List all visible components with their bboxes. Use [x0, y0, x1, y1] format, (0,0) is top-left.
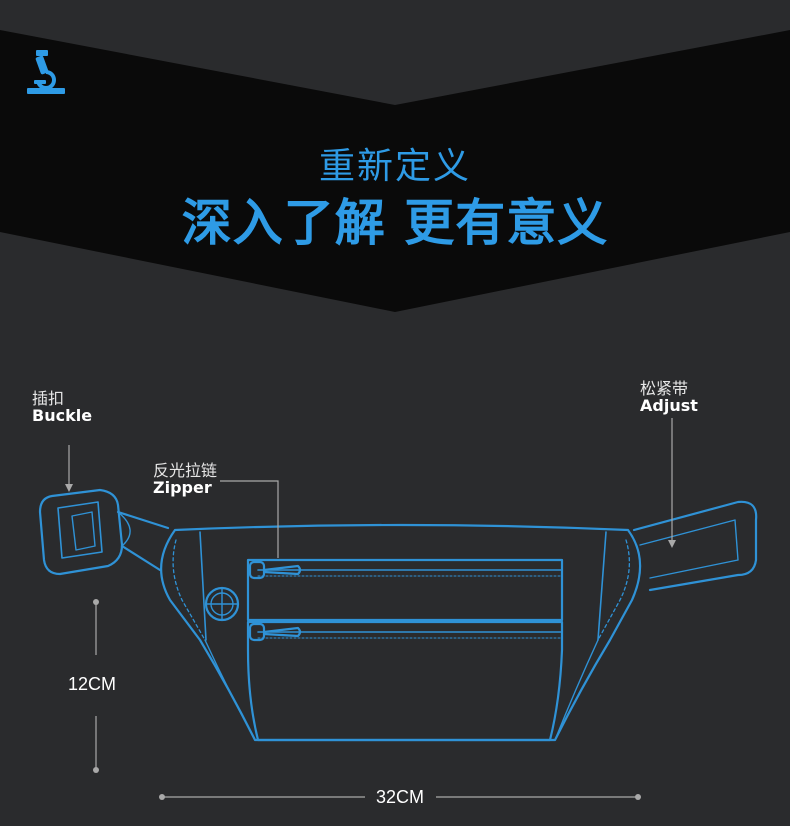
header-title: 深入了解 更有意义 — [181, 194, 609, 252]
width-dimension: 32CM — [376, 787, 425, 807]
zipper-label-en: Zipper — [153, 478, 212, 497]
height-dimension: 12CM — [68, 674, 117, 694]
microscope-icon — [27, 50, 65, 94]
buckle-label-cn: 插扣 — [32, 389, 65, 408]
zipper-label-cn: 反光拉链 — [153, 461, 218, 480]
front-pocket-upper — [246, 558, 564, 622]
upper-zipper-pull — [248, 560, 302, 580]
lower-zipper-pull — [248, 622, 302, 642]
front-pocket-lower — [246, 620, 564, 742]
header-subtitle: 重新定义 — [318, 146, 471, 187]
adjust-strap — [632, 500, 758, 592]
bag-body — [160, 523, 642, 742]
buckle — [38, 488, 170, 576]
buckle-label-en: Buckle — [32, 406, 93, 425]
header-top-chevron — [0, 0, 790, 105]
reflective-badge-icon — [204, 586, 240, 622]
adjust-label-cn: 松紧带 — [640, 379, 689, 398]
header-band — [0, 0, 790, 312]
adjust-label-en: Adjust — [640, 396, 698, 415]
